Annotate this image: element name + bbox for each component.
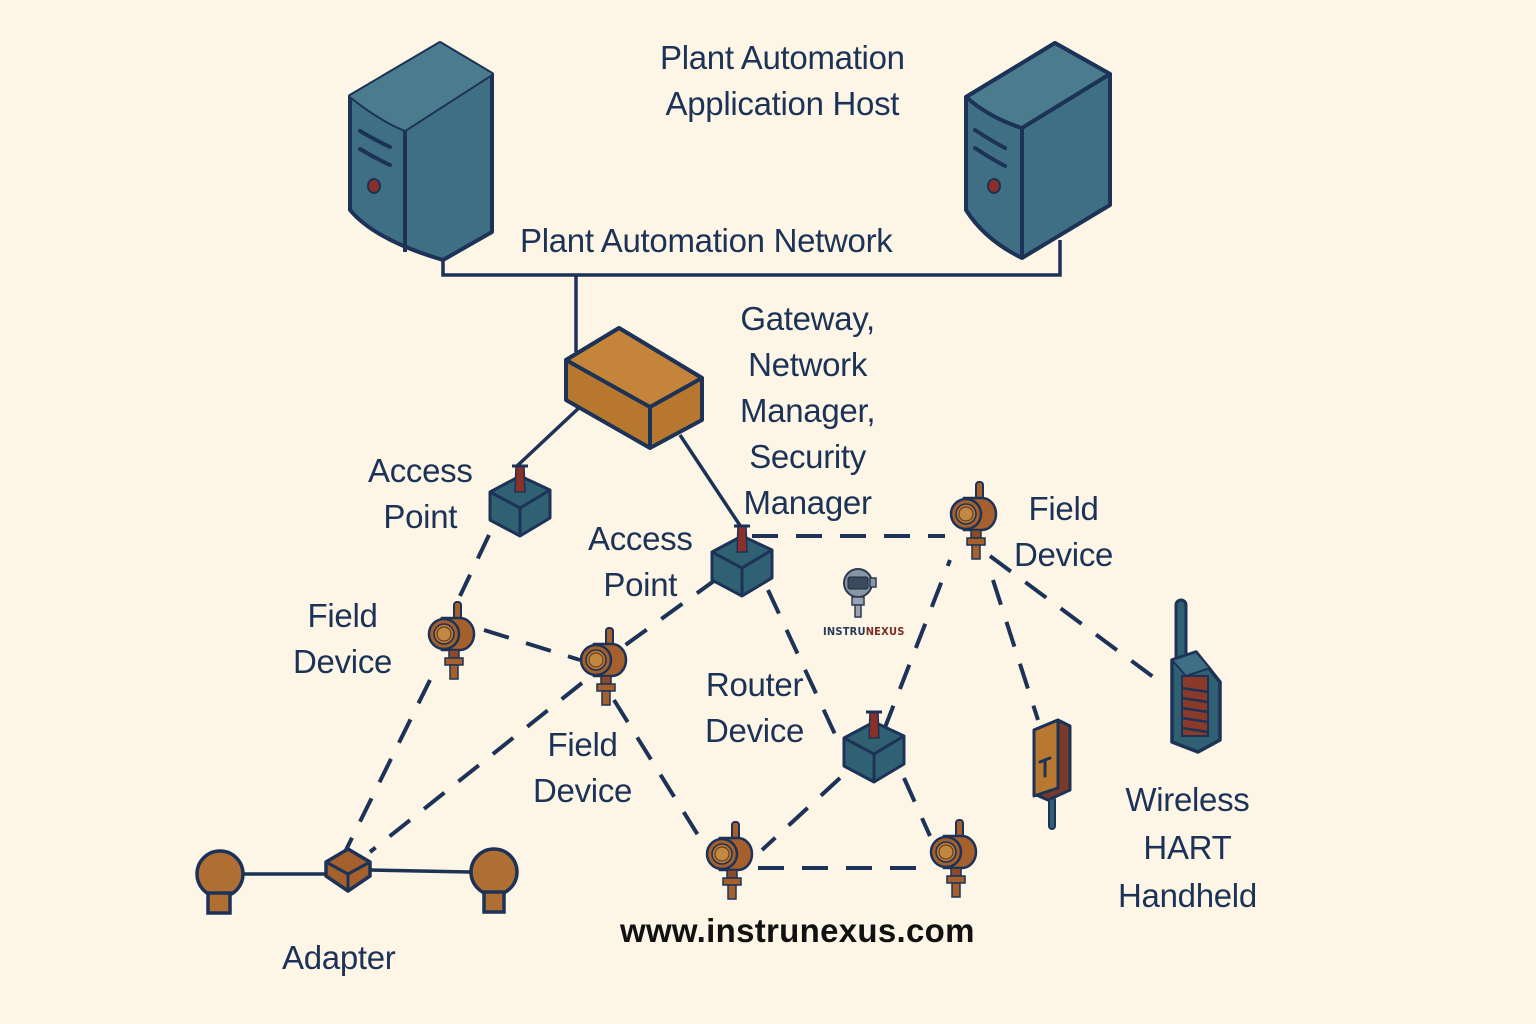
access-point-1-label-line-2: Point [383,498,458,535]
server-right-icon [964,41,1112,260]
field-device-bottom-1-icon [705,820,754,901]
website-link[interactable]: www.instrunexus.com [620,912,975,949]
wired-device-right-icon [469,847,519,914]
router-to-fdbottom2-link [902,777,932,837]
ap2-to-fdcenter-link [622,576,720,648]
fdleft-to-adapter-link [344,679,432,851]
ap2-to-router-link [766,589,842,746]
gateway-label-line-3: Manager, [740,392,876,429]
field-device-right-label-line-2: Device [1014,536,1114,573]
fdcenter-to-fdbottom1-link [612,698,708,850]
gateway-label-line-5: Manager [743,484,872,521]
ap1-to-fdleft-link [458,534,491,597]
access-point-2-label-line-2: Point [603,566,678,603]
field-device-right-label-line-1: Field [1028,490,1099,527]
field-device-center-icon [579,626,628,707]
gateway-label-line-2: Network [748,346,868,383]
network-label: Plant Automation Network [520,222,893,259]
handheld-label-line-1: Wireless [1125,781,1250,818]
field-device-center-label-line-1: Field [547,726,618,763]
field-device-right-icon [949,480,998,561]
fdright-to-handheld-link [988,554,1162,684]
wireless-hart-handheld-icon [1170,598,1222,754]
access-point-1-label: Access Point [368,448,473,540]
wired-device-left-icon [195,849,245,915]
server-left-icon [348,41,494,262]
handheld-label-line-3: Handheld [1118,877,1257,914]
access-point-2-label-line-1: Access [588,520,693,557]
adapter-label: Adapter [282,939,396,976]
router-device-label: Router Device [705,662,804,754]
access-point-2-label: Access Point [588,516,693,608]
adapter-wire-right [369,868,471,874]
field-device-right-label: Field Device [1014,486,1113,578]
host-label-line-1: Plant Automation [660,39,905,76]
gateway-label: Gateway, Network Manager, Security Manag… [740,296,876,526]
adapter-icon [324,847,372,893]
host-label: Plant Automation Application Host [660,35,905,127]
field-device-center-label-line-2: Device [533,772,633,809]
field-device-bottom-2-icon [929,818,978,899]
access-point-1-icon [488,464,552,538]
gateway-to-ap2-line [678,434,745,531]
field-device-left-label-line-2: Device [293,643,393,680]
wirelesshart-adapter-icon [1032,718,1072,830]
router-to-fdright-link [882,559,952,731]
field-device-left-label-line-1: Field [307,597,378,634]
field-device-left-label: Field Device [293,593,392,685]
field-device-center-label: Field Device [533,722,632,814]
field-device-left-icon [427,600,476,681]
router-device-icon [842,710,906,784]
access-point-1-label-line-1: Access [368,452,473,489]
gateway-label-line-4: Security [749,438,866,475]
gateway-icon [564,326,704,450]
host-label-line-2: Application Host [665,85,900,122]
router-device-label-line-1: Router [705,666,804,703]
instrunexus-logo-icon [843,568,877,618]
gateway-to-ap1-line [515,403,584,468]
router-device-label-line-2: Device [705,712,805,749]
handheld-label: Wireless HART Handheld [1118,776,1257,920]
fdright-to-tag-link [991,579,1040,721]
wireless-links [344,534,1162,870]
logo-text-part-1: INSTRU [823,625,866,638]
gateway-label-line-1: Gateway, [740,300,875,337]
fdleft-to-fdcenter-link [483,628,581,662]
logo-text-part-2: NEXUS [865,625,905,638]
router-to-fdbottom1-link [760,776,842,852]
fdcenter-to-adapter-link [368,681,584,854]
instrunexus-logo-text: INSTRUNEXUS [823,625,905,638]
handheld-label-line-2: HART [1143,829,1232,866]
